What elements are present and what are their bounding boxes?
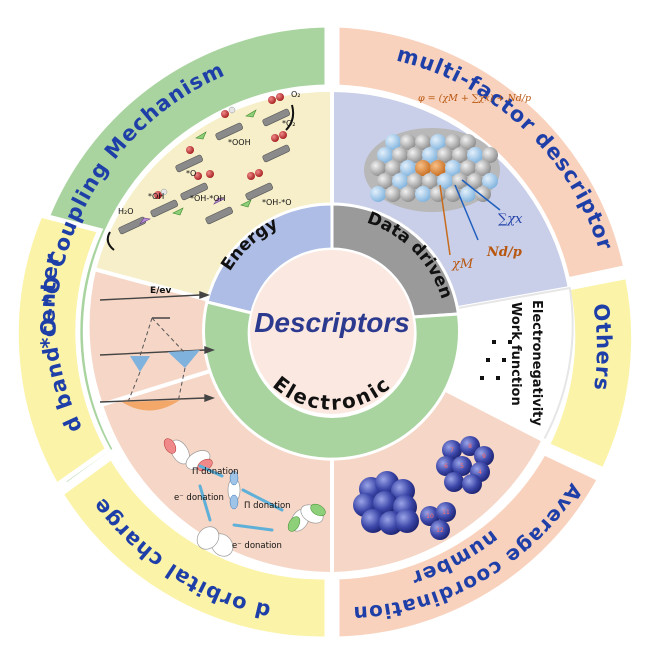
lattice-atom	[460, 186, 476, 202]
lattice-atom	[370, 186, 386, 202]
energy-axis-label: E/ev	[150, 286, 172, 296]
inner-ring	[202, 202, 462, 461]
cluster-atom	[474, 446, 494, 466]
lattice-atom	[422, 173, 438, 189]
lattice-atom	[377, 147, 393, 163]
cluster-atom	[420, 506, 440, 526]
label-work-function-1: Work	[508, 302, 523, 340]
cluster-atom	[436, 456, 456, 476]
lattice-atom	[407, 173, 423, 189]
lattice-atom	[370, 160, 386, 176]
lattice-atom	[445, 160, 461, 176]
lattice-atom	[452, 147, 468, 163]
lattice-atom	[437, 173, 453, 189]
lattice-atom	[452, 173, 468, 189]
lattice-atom	[467, 147, 483, 163]
cluster-atom-number: 12	[436, 527, 444, 534]
cluster-atom	[444, 472, 464, 492]
lattice-atom	[482, 173, 498, 189]
cluster-atom-number: 9	[482, 453, 486, 460]
sum-chi-label: ∑χx	[498, 212, 523, 227]
cluster-atom-number: 5	[460, 463, 464, 470]
pi-donation-label-1: Π donation	[192, 467, 239, 477]
label-electronegativity: Electronegativity	[529, 300, 544, 426]
lattice-atom	[430, 186, 446, 202]
lattice-atom	[422, 147, 438, 163]
lattice-atom	[460, 134, 476, 150]
e-donation-label-2: e⁻ donation	[232, 541, 282, 551]
outer-sector-coordination	[334, 449, 604, 642]
lattice-atom	[430, 134, 446, 150]
species-o2-adsorbed: *O₂	[282, 119, 296, 128]
lattice-atom	[385, 160, 401, 176]
cluster-atom	[436, 502, 456, 522]
cluster-atom	[452, 456, 472, 476]
cluster-atom	[430, 520, 450, 540]
lattice-atom	[445, 134, 461, 150]
others-illustration: Electronegativity Work function	[480, 300, 544, 426]
cluster-atom	[442, 440, 462, 460]
species-o2: O₂	[291, 90, 301, 99]
species-o: *O	[186, 169, 196, 178]
cluster-atom	[460, 436, 480, 456]
cluster-atom-number: 10	[426, 513, 434, 520]
species-h2o: H₂O	[118, 207, 134, 216]
d-orbital-illustration: Π donation Π donation e⁻ donation e⁻ don…	[163, 438, 326, 557]
lattice-atom	[475, 186, 491, 202]
lattice-atom	[430, 160, 446, 176]
e-donation-label-1: e⁻ donation	[174, 493, 224, 503]
pi-donation-label-2: Π donation	[244, 501, 291, 511]
cluster-atom-number: 4	[478, 469, 482, 476]
chi-m-label: χM	[451, 257, 474, 272]
cluster-atom	[373, 491, 397, 515]
cluster-atom-number: 7	[450, 447, 454, 454]
center-disc	[250, 250, 414, 414]
cluster-atom	[395, 509, 419, 533]
outer-sector-d-orbital	[57, 453, 330, 642]
lattice-atom	[400, 160, 416, 176]
lattice-atom	[415, 134, 431, 150]
descriptor-formula: φ = (χM + ∑χx) + Nd/p	[418, 93, 531, 104]
species-ooh: *OOH	[228, 138, 251, 147]
lattice-atom	[385, 186, 401, 202]
species-oh-o: *OH-*O	[262, 198, 292, 207]
lattice-atom	[415, 186, 431, 202]
lattice-atom	[460, 160, 476, 176]
coupling-mechanism-illustration: H₂O *OH *O *OOH *O₂ O₂ *OH-*OH *OH-*O	[106, 90, 301, 251]
cluster-atom-number: 8	[468, 443, 472, 450]
outer-sector-d-band	[13, 212, 112, 490]
outer-label-others: Others	[588, 302, 616, 392]
lattice-atom	[482, 147, 498, 163]
lattice-atom	[437, 147, 453, 163]
lattice-atom	[400, 186, 416, 202]
cluster-atom-number: 6	[444, 463, 448, 470]
species-oh-oh: *OH-*OH	[190, 194, 226, 203]
cluster-atom-number: 11	[442, 509, 450, 516]
species-oh: *OH	[148, 192, 164, 201]
multi-factor-illustration: φ = (χM + ∑χx) + Nd/p ∑χx χM Nd/p	[364, 93, 531, 272]
lattice-atom	[467, 173, 483, 189]
lattice-atom	[407, 147, 423, 163]
lattice-atom	[392, 147, 408, 163]
cluster-atom	[462, 474, 482, 494]
label-work-function-2: function	[508, 345, 523, 406]
coordination-illustration: 7 8 9 6 5 4 10 11 12	[353, 436, 494, 540]
cluster-atom	[361, 509, 385, 533]
lattice-atom	[385, 134, 401, 150]
center-title: Descriptors	[254, 307, 410, 338]
lattice-atom	[377, 173, 393, 189]
d-band-illustration: E/ev	[99, 286, 215, 411]
lattice-atom	[392, 173, 408, 189]
n-dp-label: Nd/p	[486, 245, 522, 260]
lattice-atom	[400, 134, 416, 150]
lattice-atom	[475, 160, 491, 176]
inner-sector-electronic	[202, 300, 462, 461]
lattice-atom	[415, 160, 431, 176]
